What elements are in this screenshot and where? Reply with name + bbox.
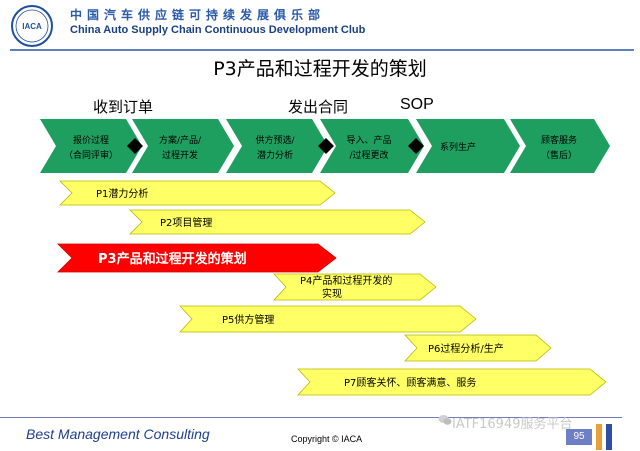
process-step-1: 报价过程 （合同评审）	[40, 119, 142, 173]
phase-p2-label: P2项目管理	[160, 216, 212, 229]
footer-copyright: Copyright © IACA	[291, 434, 363, 444]
phase-p4: P4产品和过程开发的 实现	[273, 273, 437, 301]
process-step-2-line1: 方案/产品/	[159, 134, 202, 146]
milestone-sop: SOP	[400, 96, 434, 113]
phase-p3: P3产品和过程开发的策划	[57, 243, 337, 273]
process-step-6-line1: 顾客服务	[541, 134, 577, 146]
milestone-contract-issued: 发出合同	[288, 98, 349, 116]
phase-p6: P6过程分析/生产	[404, 334, 552, 362]
phase-p7-label: P7顾客关怀、顾客满意、服务	[344, 376, 476, 389]
process-step-2-line2: 过程开发	[162, 149, 198, 161]
process-step-3: 供方预选/ 潜力分析	[226, 119, 328, 173]
footer-accent-blue	[606, 424, 612, 450]
process-step-1-line2: （合同评审）	[64, 149, 118, 161]
milestone-diamond-3	[408, 138, 424, 154]
milestone-order-received: 收到订单	[93, 98, 154, 116]
wechat-icon	[438, 415, 452, 425]
process-step-4: 导入、产品 /过程更改	[320, 119, 424, 173]
page-number: 95	[566, 429, 592, 445]
phase-p1: P1潜力分析	[59, 180, 336, 206]
phase-p1-label: P1潜力分析	[96, 187, 148, 200]
process-step-3-line2: 潜力分析	[257, 149, 293, 161]
process-step-2: 方案/产品/ 过程开发	[132, 119, 234, 173]
club-name-en: China Auto Supply Chain Continuous Devel…	[70, 24, 366, 36]
phase-p6-label: P6过程分析/生产	[428, 342, 504, 355]
phase-p7: P7顾客关怀、顾客满意、服务	[297, 368, 607, 396]
watermark-text: IATF16949服务平台	[452, 417, 573, 432]
process-step-5: 系列生产	[416, 119, 520, 173]
footer-accent-orange	[596, 424, 602, 450]
phase-p4-line2: 实现	[322, 287, 342, 300]
phase-p5-label: P5供方管理	[222, 313, 274, 326]
footer-company-name: Best Management Consulting	[26, 426, 210, 442]
phase-p5: P5供方管理	[179, 305, 477, 333]
header-divider	[10, 49, 634, 51]
process-step-4-line2: /过程更改	[349, 149, 388, 161]
footer-divider	[0, 417, 622, 418]
process-step-5-line1: 系列生产	[440, 141, 476, 153]
club-name-cn: 中国汽车供应链可持续发展俱乐部	[70, 8, 326, 22]
process-step-1-line1: 报价过程	[73, 134, 109, 146]
process-step-6: 顾客服务 （售后）	[510, 119, 610, 173]
milestone-diamond-1	[127, 138, 143, 154]
milestone-diamond-2	[318, 138, 334, 154]
slide-title: P3产品和过程开发的策划	[213, 58, 427, 80]
process-step-4-line1: 导入、产品	[346, 134, 391, 146]
process-step-6-line2: （售后）	[541, 149, 577, 161]
logo-text: IACA	[22, 22, 42, 31]
phase-p4-line1: P4产品和过程开发的	[300, 274, 392, 287]
phase-p2: P2项目管理	[129, 209, 426, 235]
process-step-3-line1: 供方预选/	[255, 134, 295, 146]
iaca-logo: IACA	[11, 5, 53, 47]
phase-p3-label: P3产品和过程开发的策划	[98, 251, 247, 267]
